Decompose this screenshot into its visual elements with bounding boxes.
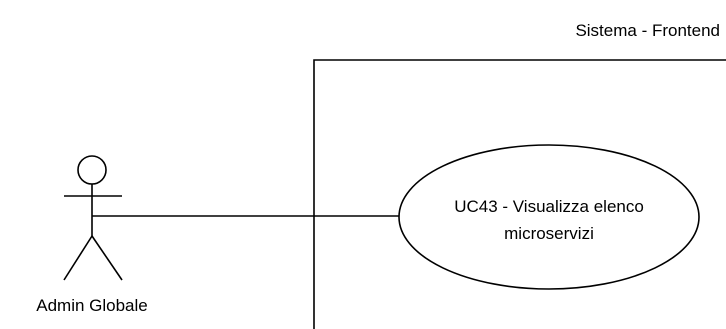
system-boundary[interactable]: [313, 59, 726, 329]
system-label: Sistema - Frontend: [575, 21, 720, 40]
actor-admin-globale[interactable]: [63, 155, 123, 281]
actor-head: [77, 155, 107, 185]
use-case-uc43[interactable]: UC43 - Visualizza elenco microservizi: [398, 144, 700, 290]
actor-right-leg: [91, 235, 123, 281]
use-case-label-line1: UC43 - Visualizza elenco: [454, 197, 644, 216]
use-case-label-line2: microservizi: [504, 224, 594, 243]
actor-left-leg: [63, 235, 93, 281]
use-case-ellipse: [398, 144, 700, 290]
actor-name: Admin Globale: [36, 296, 148, 315]
